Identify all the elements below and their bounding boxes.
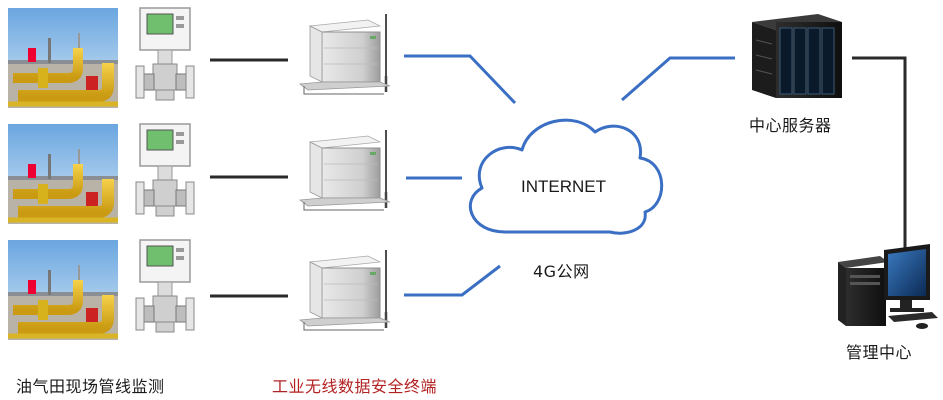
wireless-terminal-icon-2	[298, 128, 392, 212]
wireless-terminal-icon-3	[298, 248, 392, 332]
wireless-link-1	[404, 54, 517, 105]
network-caption: 4G公网	[533, 262, 590, 281]
desktop-computer-icon	[838, 244, 938, 329]
terminal-caption: 工业无线数据安全终端	[272, 377, 438, 396]
flow-meter-icon-1	[135, 7, 195, 101]
field-caption: 油气田现场管线监测	[16, 377, 165, 396]
server-caption: 中心服务器	[749, 116, 832, 135]
field-site-photo-1	[8, 8, 118, 108]
cloud-icon	[469, 118, 664, 235]
flow-meter-icon-2	[135, 123, 195, 217]
field-site-photo-2	[8, 124, 118, 224]
management-caption: 管理中心	[846, 343, 913, 362]
wireless-terminal-icon-1	[298, 12, 392, 96]
wireless-link-server	[621, 56, 735, 102]
server-to-management-wire	[852, 56, 907, 248]
field-site-photo-3	[8, 240, 118, 340]
wireless-link-3	[404, 264, 501, 297]
server-rack-icon	[752, 14, 842, 98]
cloud-label: INTERNET	[521, 177, 606, 196]
flow-meter-icon-3	[135, 239, 195, 333]
